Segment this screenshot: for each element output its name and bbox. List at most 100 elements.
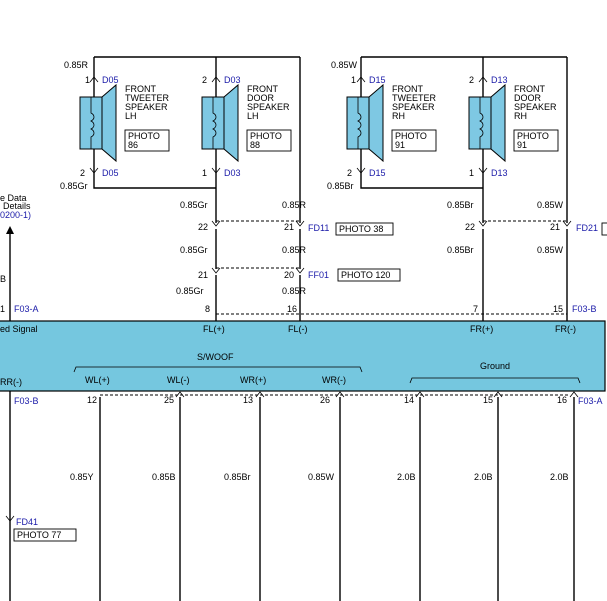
ff01-photo-box xyxy=(337,268,401,282)
bottom-pin-26: 26 xyxy=(320,395,330,405)
inline-chevron-icons xyxy=(211,220,572,274)
arrow-up-icon xyxy=(6,226,14,234)
ff01-photo: PHOTO 120 xyxy=(341,270,390,280)
amp-swoof-label: S/WOOF xyxy=(197,352,234,362)
amplifier-body xyxy=(0,320,606,392)
fd11-photo-box xyxy=(335,222,394,236)
bottom-wire-13: 0.85Br xyxy=(224,472,251,482)
pin-lh-door-top: 2 xyxy=(202,75,207,85)
amp-wr-minus-label: WR(-) xyxy=(322,375,346,385)
conn-rh-tweeter-bottom: D15 xyxy=(369,168,386,178)
pin-lh-tweeter-bottom: 2 xyxy=(80,168,85,178)
bottom-pin-13: 13 xyxy=(243,395,253,405)
amp-fl-minus-label: FL(-) xyxy=(288,324,308,334)
amp-wl-minus-label: WL(-) xyxy=(167,375,190,385)
pin-lh-tweeter-top: 1 xyxy=(85,75,90,85)
fd21-photo-box-edge xyxy=(601,222,607,236)
pin-lh-door-bottom: 1 xyxy=(202,168,207,178)
conn-lh-door-top: D03 xyxy=(224,75,241,85)
fd21-pin-right: 21 xyxy=(550,222,560,232)
fd21-wire-b-left: 0.85Br xyxy=(447,245,474,255)
conn-lh-tweeter-top: D05 xyxy=(102,75,119,85)
fd41-chevron-icon xyxy=(5,515,15,522)
fd11-photo: PHOTO 38 xyxy=(339,224,383,234)
bottom-pin-15: 15 xyxy=(483,395,493,405)
fd11-pin-right: 21 xyxy=(284,222,294,232)
amp-pin-fl-minus: 16 xyxy=(287,304,297,314)
bottom-wire-16: 2.0B xyxy=(550,472,569,482)
pin-rh-door-top: 2 xyxy=(469,75,474,85)
bottom-pin-25: 25 xyxy=(164,395,174,405)
ground-bracket xyxy=(409,377,581,384)
fd21-wire-a-left: 0.85Br xyxy=(447,200,474,210)
amp-wr-plus-label: WR(+) xyxy=(240,375,266,385)
bottom-wire-15: 2.0B xyxy=(474,472,493,482)
ff01-pin-left: 21 xyxy=(198,270,208,280)
ff01-wire-right: 0.85R xyxy=(282,286,307,296)
fd11-wire-a-right: 0.85R xyxy=(282,200,307,210)
conn-rh-door-bottom: D13 xyxy=(491,168,508,178)
bottom-chevron-icons xyxy=(175,391,579,398)
bottom-wire-26: 0.85W xyxy=(308,472,335,482)
speaker-icon-front-tweeter-rh xyxy=(346,83,384,163)
ff01-conn: FF01 xyxy=(308,270,329,280)
photo-box-speaker-rh-tweeter xyxy=(391,129,437,152)
wire-lh-tweeter-bottom-label: 0.85Gr xyxy=(60,181,88,191)
amp-fl-plus-label: FL(+) xyxy=(203,324,225,334)
amp-top-conn-right: F03-B xyxy=(572,304,597,314)
left-ref-b: B xyxy=(0,274,6,284)
amp-rr-label: RR(-) xyxy=(0,377,22,387)
connector-chevron-icons xyxy=(89,76,488,174)
photo-box-speaker-lh-tweeter xyxy=(124,129,170,152)
fd11-wire-a-left: 0.85Gr xyxy=(180,200,208,210)
bottom-pin-16: 16 xyxy=(557,395,567,405)
bottom-wire-14: 2.0B xyxy=(397,472,416,482)
amp-signal-label: ed Signal xyxy=(0,324,38,334)
amp-pin-fr-minus: 15 xyxy=(553,304,563,314)
left-ref-link: 0200-1) xyxy=(0,210,31,220)
fd11-pin-left: 22 xyxy=(198,222,208,232)
fd41-conn: FD41 xyxy=(16,517,38,527)
amp-pin-fr-plus: 7 xyxy=(473,304,478,314)
ff01-pin-right: 20 xyxy=(284,270,294,280)
speaker-icon-front-door-rh xyxy=(468,83,506,163)
fd11-wire-b-right: 0.85R xyxy=(282,245,307,255)
bottom-pin-14: 14 xyxy=(404,395,414,405)
speaker-icon-front-door-lh xyxy=(201,83,239,163)
fd21-wire-a-right: 0.85W xyxy=(537,200,564,210)
conn-rh-door-top: D13 xyxy=(491,75,508,85)
amp-fr-plus-label: FR(+) xyxy=(470,324,493,334)
wire-rh-tweeter-top-label: 0.85W xyxy=(331,60,358,70)
left-wire-conn: F03-A xyxy=(14,304,39,314)
fd21-pin-left: 22 xyxy=(465,222,475,232)
fd41-photo: PHOTO 77 xyxy=(17,530,61,540)
conn-lh-tweeter-bottom: D05 xyxy=(102,168,119,178)
conn-lh-door-bottom: D03 xyxy=(224,168,241,178)
fd21-conn: FD21 xyxy=(576,223,598,233)
amp-wl-plus-label: WL(+) xyxy=(85,375,110,385)
speaker-icon-front-tweeter-lh xyxy=(79,83,117,163)
pin-rh-tweeter-top: 1 xyxy=(351,75,356,85)
pin-rh-door-bottom: 1 xyxy=(469,168,474,178)
fd11-wire-b-left: 0.85Gr xyxy=(180,245,208,255)
conn-rh-tweeter-top: D15 xyxy=(369,75,386,85)
amp-ground-label: Ground xyxy=(480,361,510,371)
bottom-wire-12: 0.85Y xyxy=(70,472,94,482)
bottom-wire-25: 0.85B xyxy=(152,472,176,482)
fd11-conn: FD11 xyxy=(308,223,329,233)
ff01-wire-left: 0.85Gr xyxy=(176,286,204,296)
photo-box-speaker-lh-door xyxy=(246,129,292,152)
fd41-photo-box xyxy=(13,528,77,542)
pin-rh-tweeter-bottom: 2 xyxy=(347,168,352,178)
bottom-pin-12: 12 xyxy=(87,395,97,405)
fd21-wire-b-right: 0.85W xyxy=(537,245,564,255)
